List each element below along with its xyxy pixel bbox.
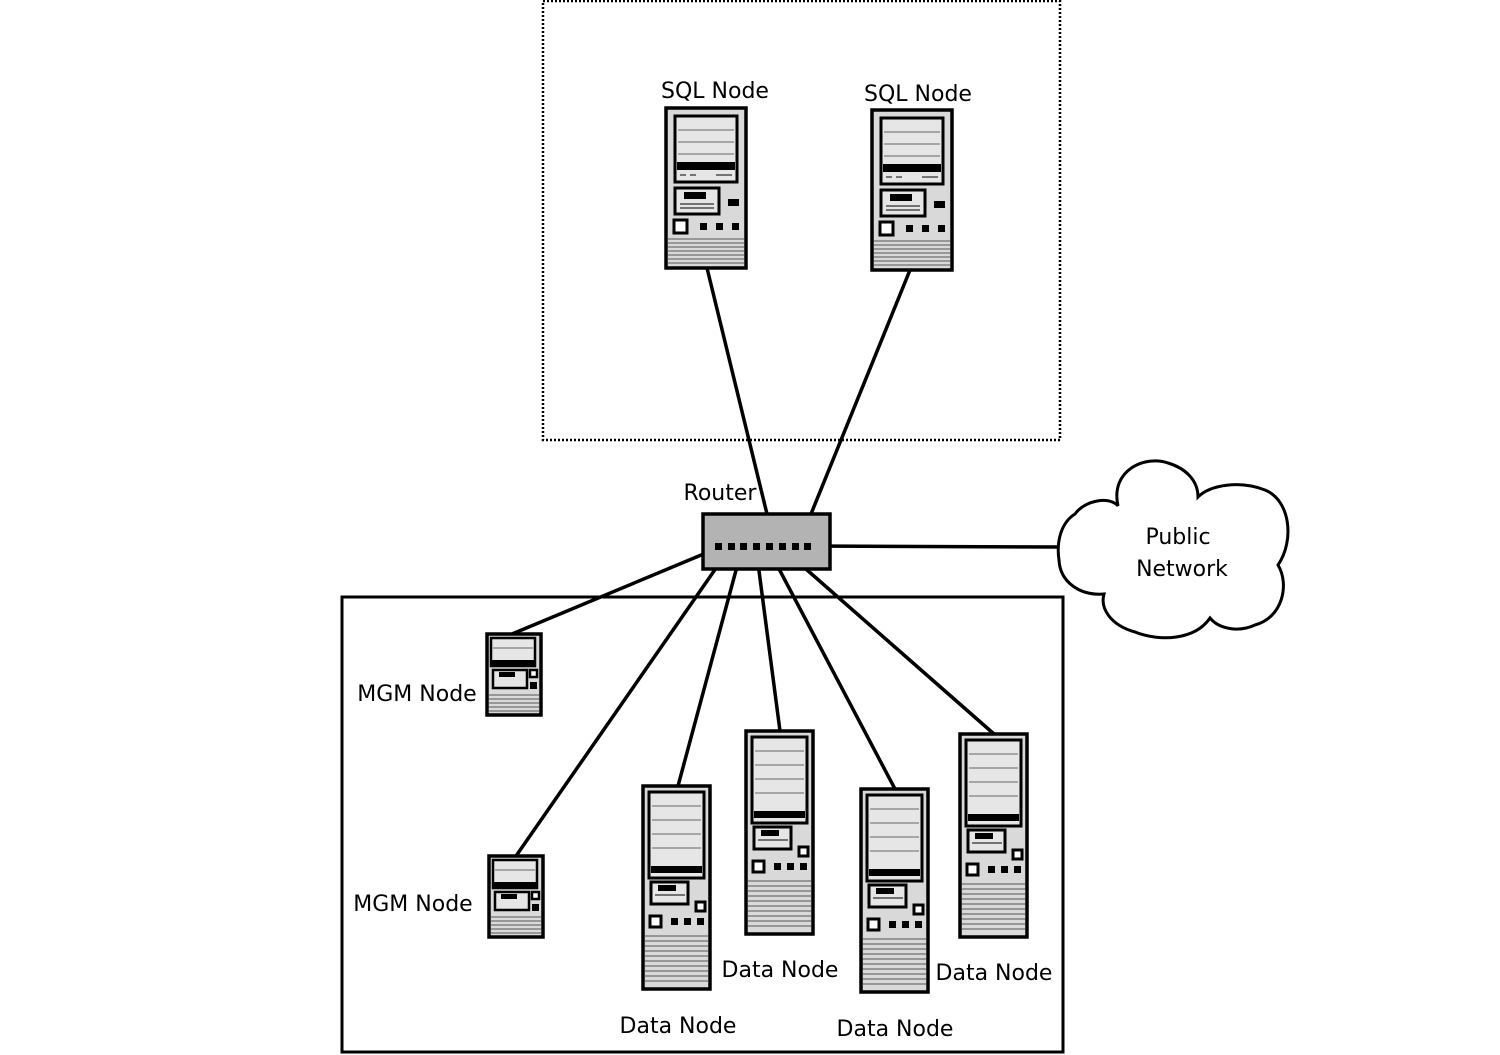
connections [511, 267, 1061, 857]
link-router-data-2 [754, 547, 782, 732]
public-network-cloud-icon [1056, 459, 1290, 640]
sql-node-1-server-icon [664, 106, 748, 270]
router-device [701, 512, 832, 571]
link-router-data-3 [766, 547, 897, 790]
link-sql-2-router [796, 269, 912, 547]
router-label: Router [684, 481, 758, 506]
data-tier-box [340, 595, 1065, 1054]
data-node-2-server-icon [744, 729, 815, 936]
public-network-label-line1: Public [1145, 525, 1210, 550]
link-sql-1-router [705, 267, 769, 515]
public-network-label-line2: Network [1136, 557, 1228, 582]
mgm-node-2-label: MGM Node [353, 892, 472, 917]
sql-node-2-label: SQL Node [864, 82, 972, 107]
data-node-4-label: Data Node [936, 961, 1053, 986]
sql-node-2-server-icon [870, 108, 954, 272]
link-router-mgm-2 [514, 547, 732, 857]
sql-tier-box [541, 0, 1062, 442]
data-node-3-label: Data Node [837, 1017, 954, 1042]
link-router-data-1 [676, 547, 744, 787]
mgm-node-1-label: MGM Node [357, 682, 476, 707]
data-node-1-label: Data Node [620, 1014, 737, 1039]
data-node-3-server-icon [859, 787, 930, 994]
link-router-cloud [807, 544, 1061, 549]
link-router-data-4 [780, 546, 996, 736]
mgm-node-1-server-icon [485, 632, 543, 717]
data-node-4-server-icon [958, 732, 1029, 939]
sql-node-1-label: SQL Node [661, 79, 769, 104]
data-node-2-label: Data Node [722, 958, 839, 983]
mgm-node-2-server-icon [487, 854, 545, 939]
data-node-1-server-icon [641, 784, 712, 991]
link-router-mgm-1 [511, 546, 719, 636]
